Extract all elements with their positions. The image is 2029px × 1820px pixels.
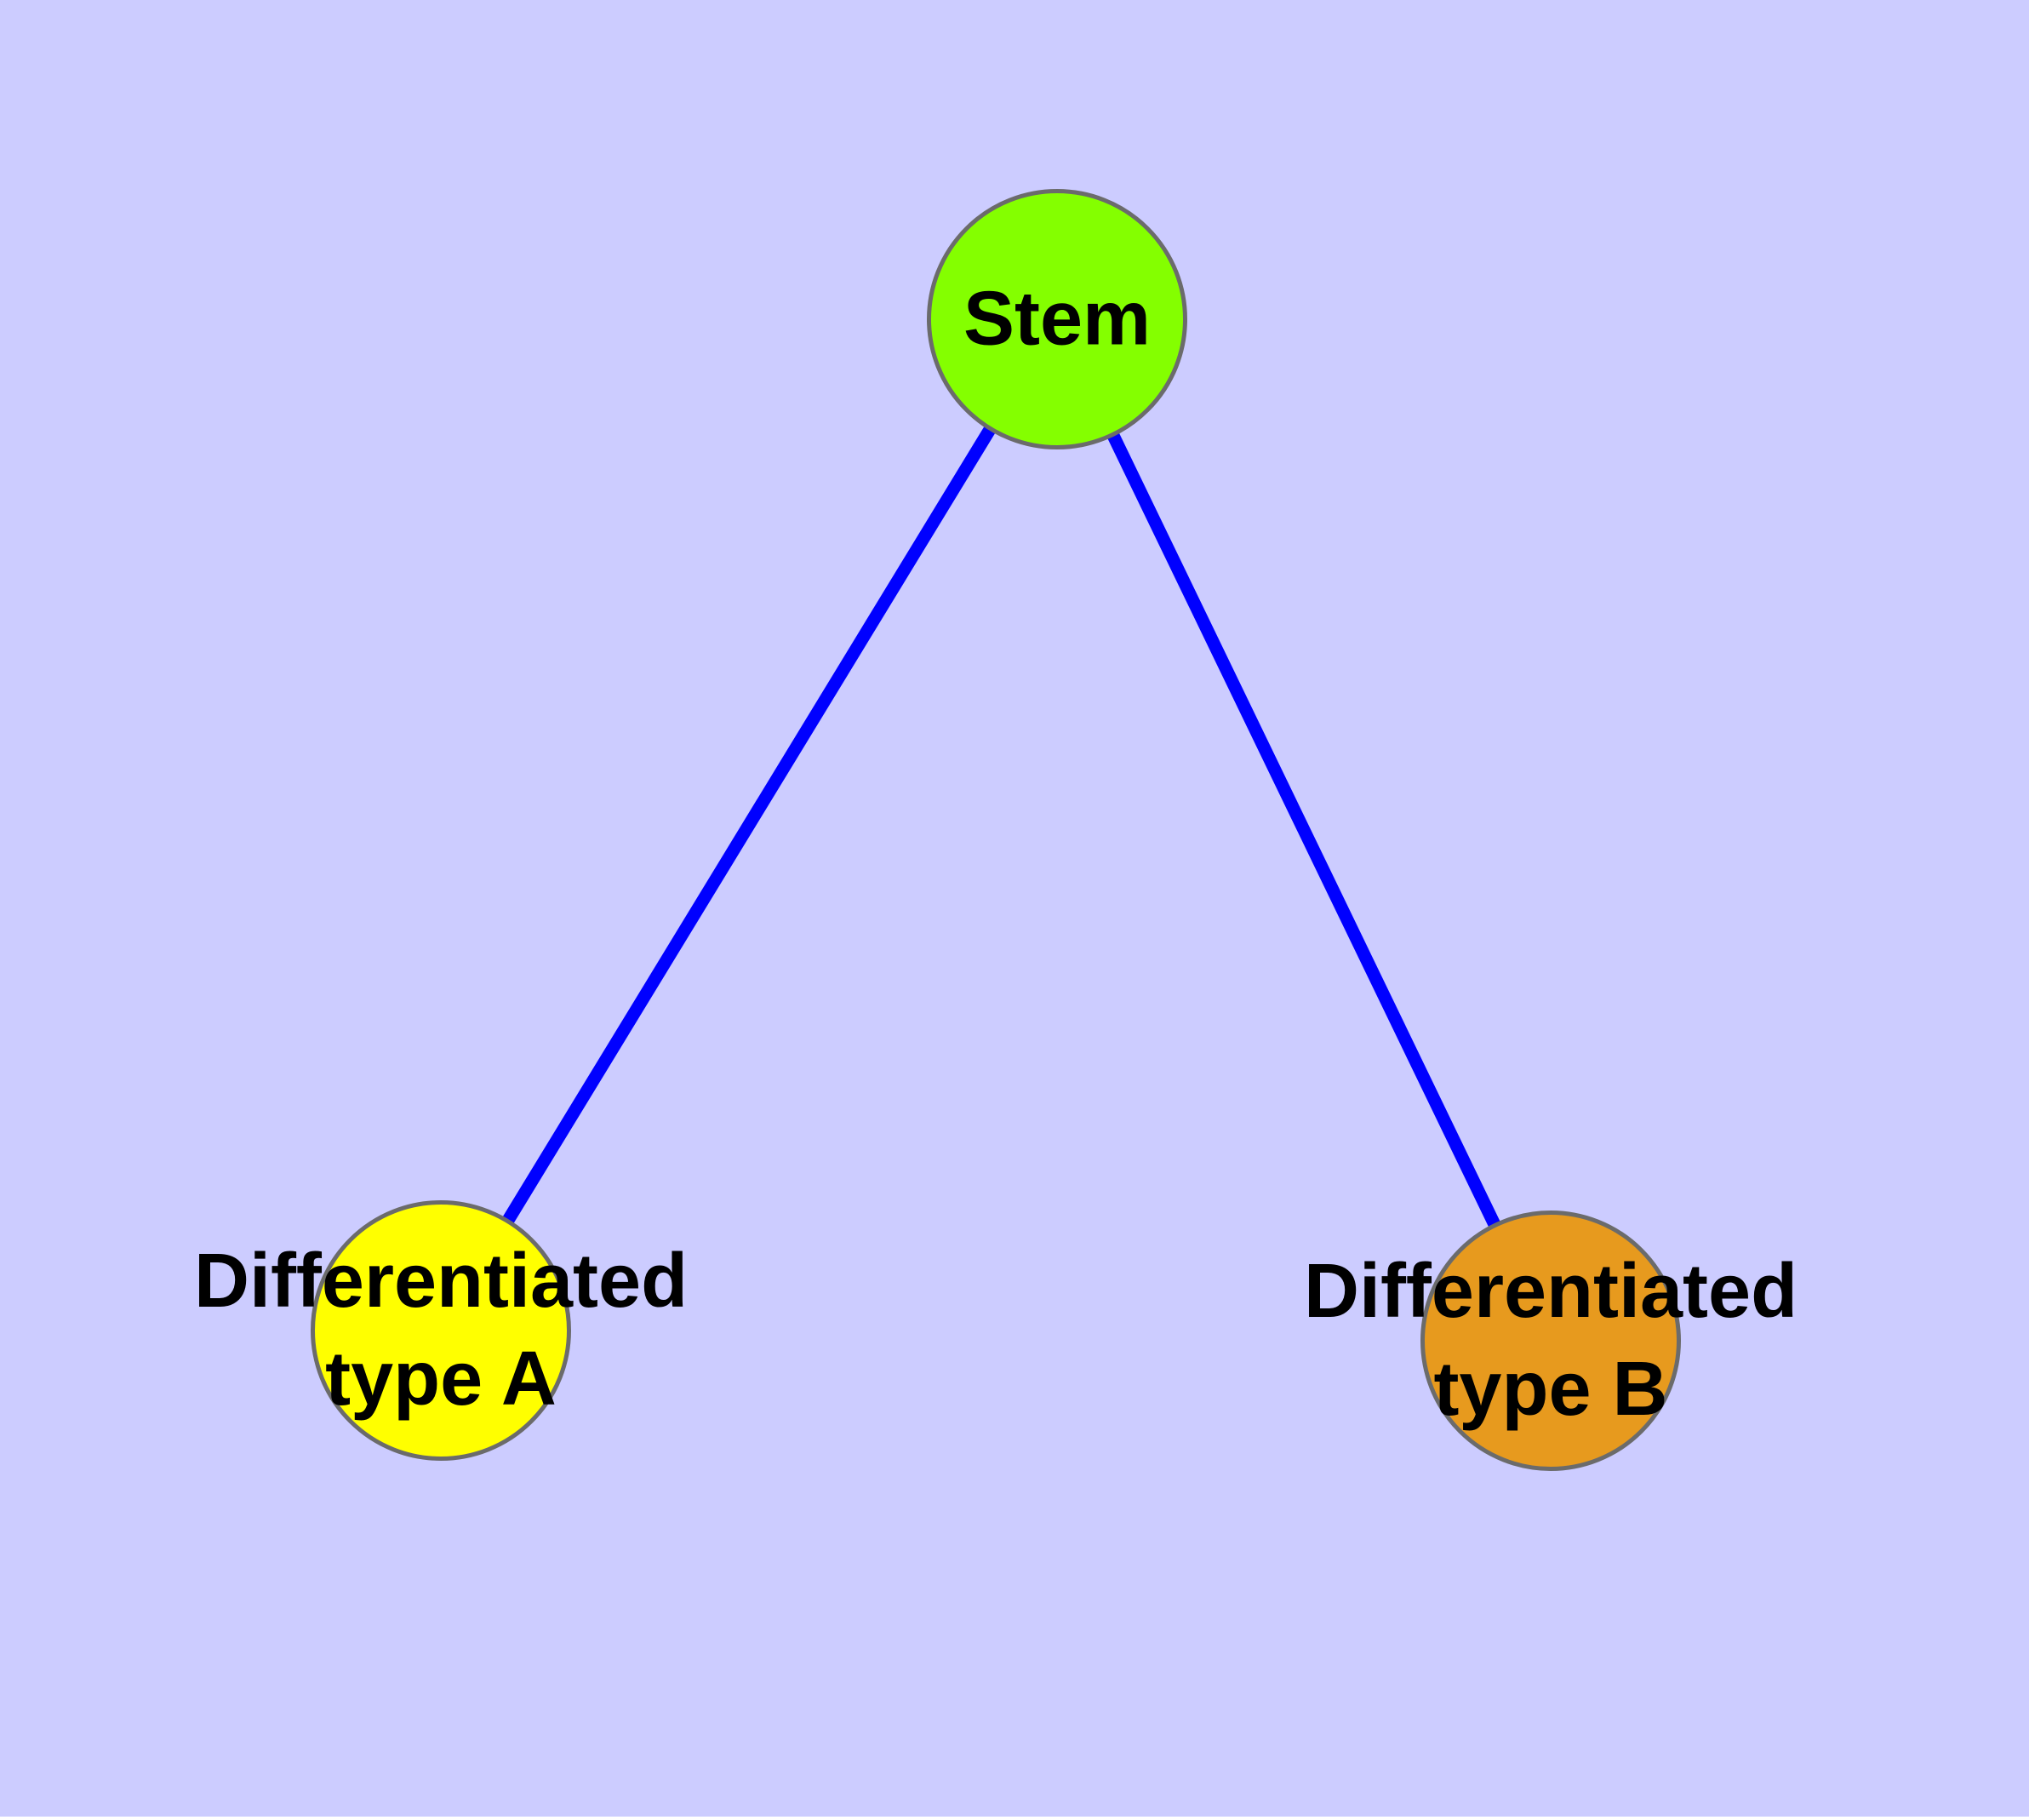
node-label-type-a: Differentiated type A (193, 1238, 689, 1422)
node-circle-type-a[interactable] (311, 1200, 571, 1461)
node-circle-type-b[interactable] (1420, 1210, 1681, 1471)
node-circle-stem[interactable] (927, 189, 1187, 449)
edge-stem-type-a (435, 316, 1063, 1334)
edge-stem-type-b (1051, 316, 1557, 1344)
node-label-stem: Stem (963, 276, 1152, 362)
bottom-margin (0, 1817, 2029, 1820)
node-label-type-b: Differentiated type B (1303, 1248, 1798, 1432)
